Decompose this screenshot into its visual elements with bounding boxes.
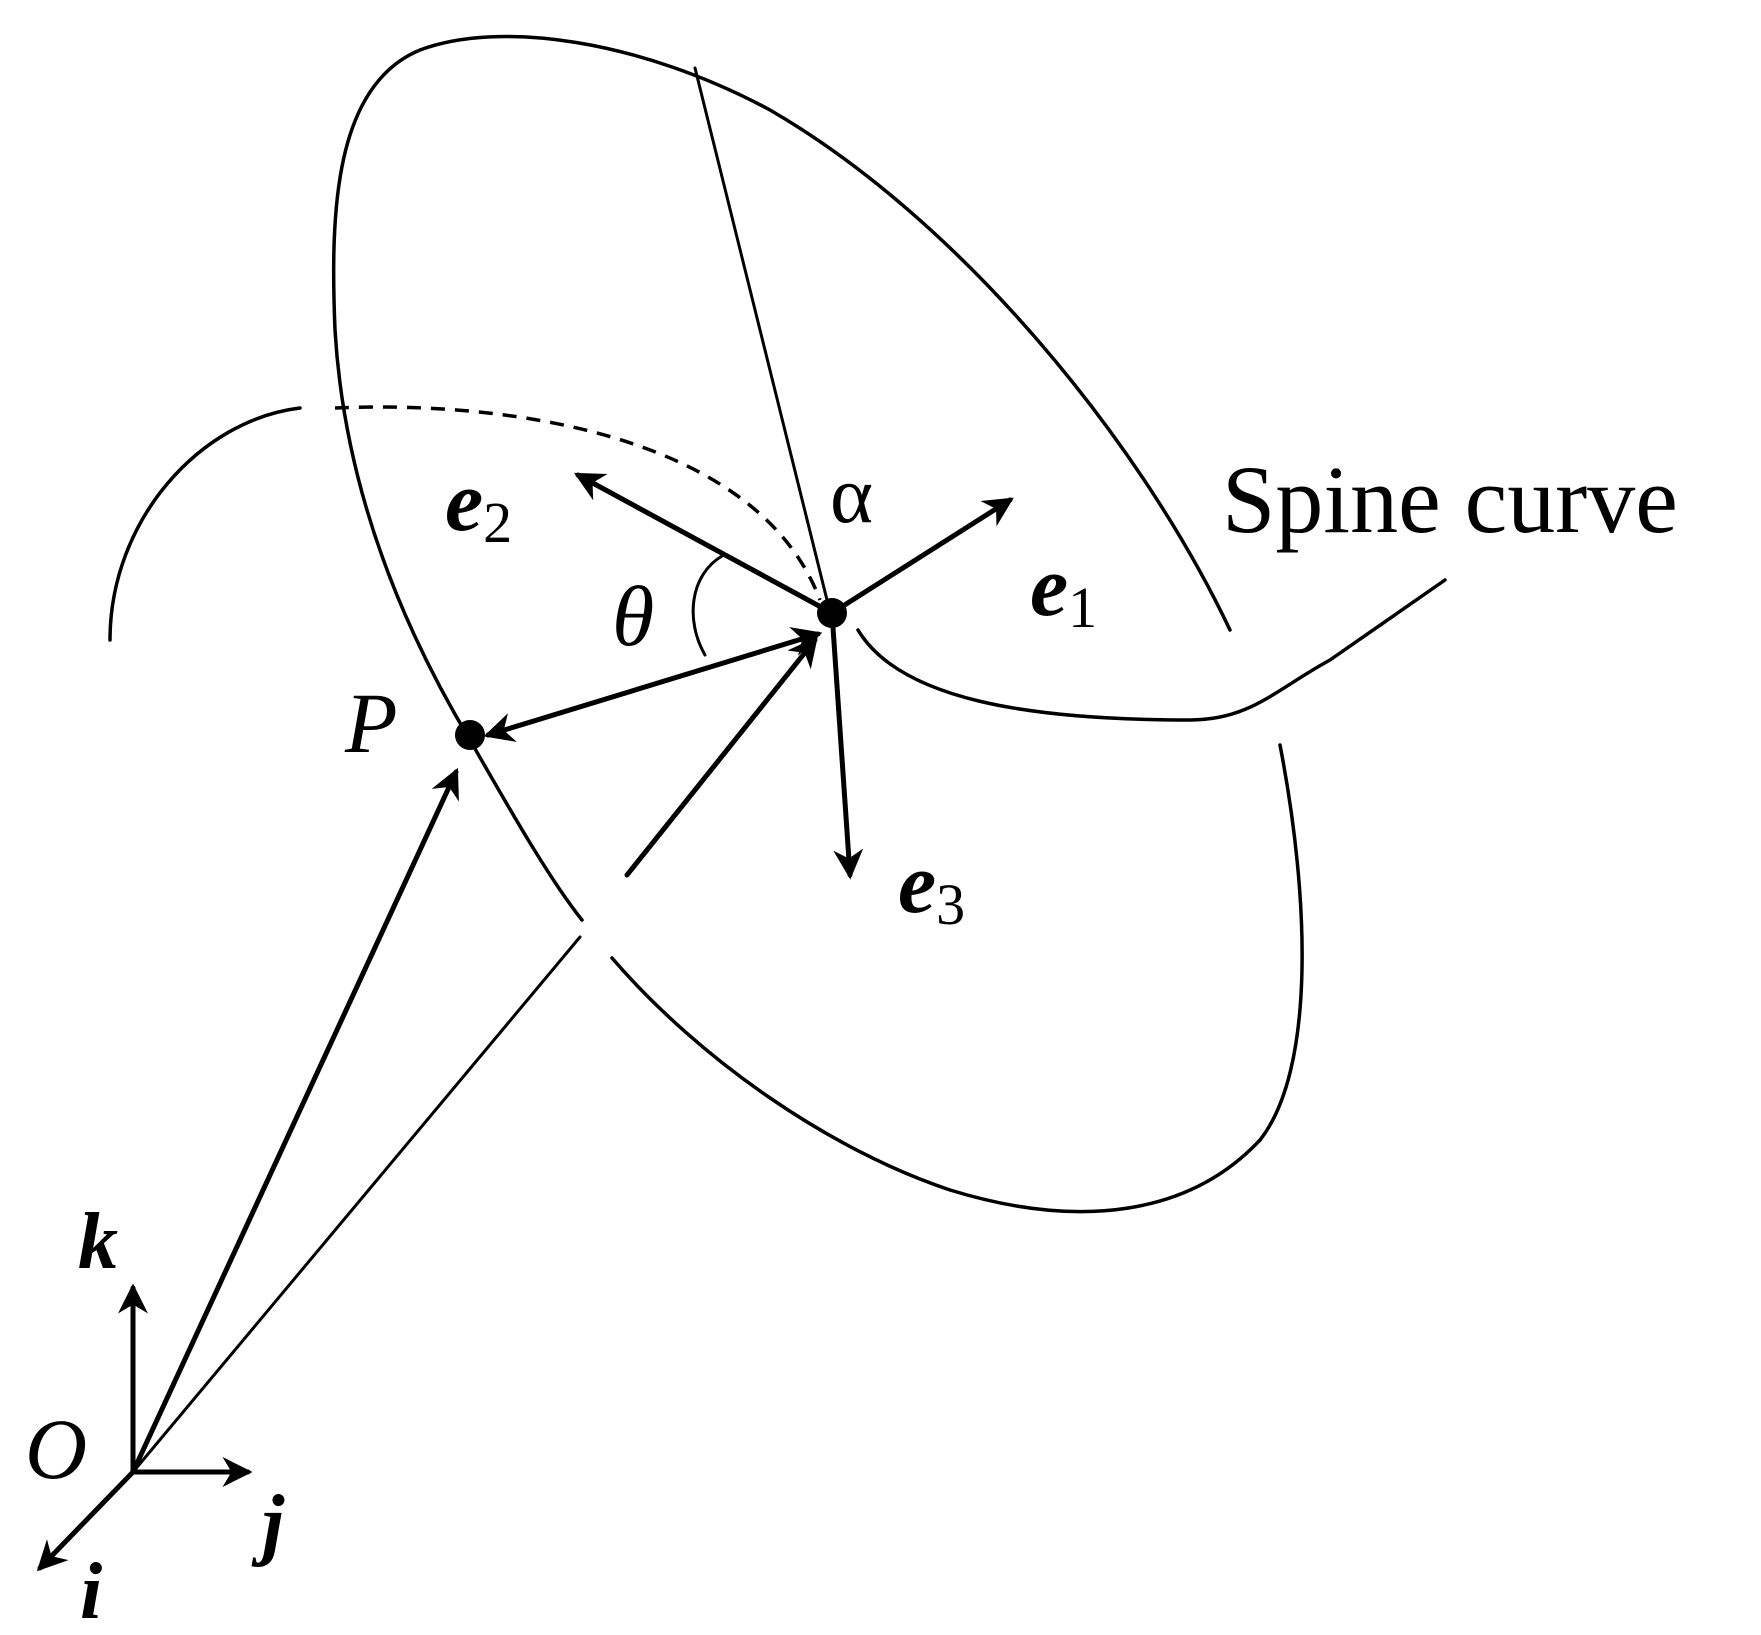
theta-angle-arc [691, 554, 724, 657]
spine-curve-label: Spine curve [1222, 446, 1678, 553]
point-p [455, 720, 485, 750]
j-axis-label: j [251, 1480, 285, 1568]
i-axis-arrow [36, 1469, 136, 1572]
left-arc [108, 406, 302, 642]
e3-label: e3 [898, 835, 965, 937]
alpha-label: α [830, 449, 873, 540]
origin-to-center-line-upper [624, 636, 818, 878]
i-axis-label: i [80, 1548, 102, 1635]
spine-curve-line [856, 578, 1447, 722]
e3-sub: 3 [936, 872, 965, 937]
dashed-arc [334, 405, 822, 601]
e2-base: e [445, 453, 483, 549]
radius-line [693, 66, 829, 602]
radius-vector-arrow [483, 627, 823, 742]
e1-arrow [829, 497, 1014, 616]
e1-sub: 1 [1068, 575, 1097, 640]
k-axis-label: k [78, 1198, 118, 1286]
e2-arrow [574, 472, 835, 616]
e1-base: e [1030, 538, 1068, 634]
theta-label: θ [612, 568, 654, 664]
e2-sub: 2 [483, 490, 512, 555]
e3-base: e [898, 835, 936, 931]
origin-label: O [25, 1401, 87, 1497]
point-p-label: P [344, 675, 398, 771]
origin-to-p-arrow [130, 767, 459, 1475]
e3-arrow [829, 610, 864, 880]
origin-to-center-line-lower [131, 935, 582, 1474]
e1-label: e1 [1030, 538, 1097, 640]
cross-section-ellipse-lower [610, 743, 1304, 1214]
e2-label: e2 [445, 453, 512, 555]
